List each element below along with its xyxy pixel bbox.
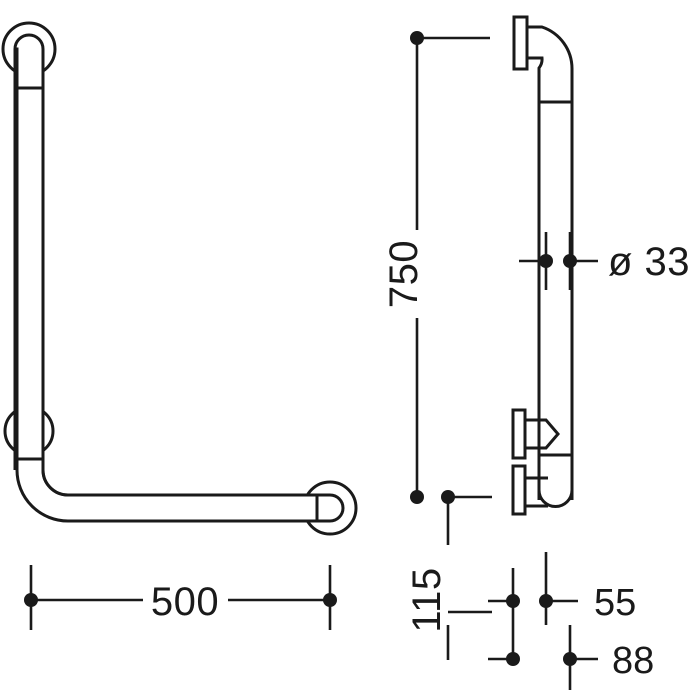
- side-tube-bottom-cap: [537, 489, 574, 508]
- dim-115-dot-top: [441, 490, 455, 504]
- side-bottom-bracket-plate: [511, 464, 527, 516]
- dimension-55: 55: [488, 552, 636, 660]
- side-top-elbow-outer: [527, 25, 574, 500]
- front-corner-inner-arc: [41, 469, 69, 497]
- side-top-wall-plate: [512, 15, 529, 71]
- dim-750-dot-top: [410, 31, 424, 45]
- dim-750-dot-bottom: [410, 490, 424, 504]
- front-rail-tube-outline: [13, 33, 345, 523]
- dimension-500: 500: [24, 565, 337, 630]
- side-bottom-bracket-arm: [525, 476, 548, 508]
- dim-d33-label: ø 33: [608, 240, 690, 284]
- front-view: [1, 21, 358, 536]
- dimension-88: 88: [488, 625, 654, 690]
- dimension-115: 115: [405, 490, 492, 660]
- dim-115-label: 115: [405, 567, 449, 632]
- dim-500-label: 500: [151, 580, 219, 624]
- side-mid-bracket-arm: [525, 418, 560, 450]
- dimension-diameter-33: ø 33: [519, 232, 690, 290]
- side-mid-bracket-plate: [511, 408, 527, 460]
- dim-55-dot-left: [506, 594, 520, 608]
- dim-d33-dot-left: [539, 254, 553, 268]
- dim-88-label: 88: [612, 640, 654, 682]
- dim-88-dot-right: [563, 652, 577, 666]
- dim-750-label: 750: [382, 240, 426, 308]
- side-top-elbow-inner: [527, 56, 544, 500]
- dim-d33-dot-right: [563, 254, 577, 268]
- side-view: [511, 15, 574, 516]
- dim-88-dot-left: [506, 652, 520, 666]
- dim-500-dot-left: [24, 593, 38, 607]
- dimension-750: 750: [382, 31, 490, 504]
- dim-55-label: 55: [594, 582, 636, 624]
- dim-55-dot-right: [539, 594, 553, 608]
- dim-500-dot-right: [323, 593, 337, 607]
